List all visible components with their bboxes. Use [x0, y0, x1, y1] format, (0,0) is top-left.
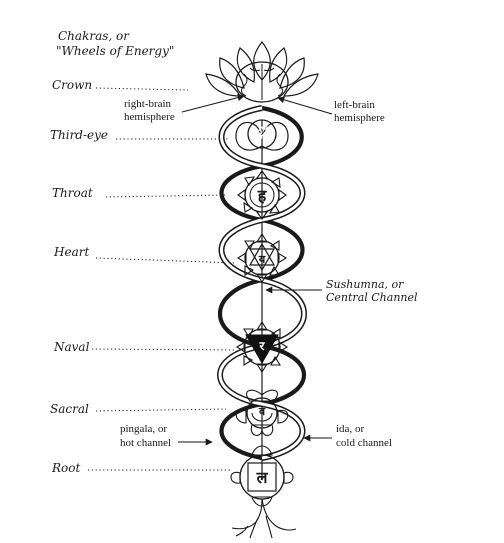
leader-sacral — [95, 408, 227, 412]
ram-symbol: र — [259, 339, 266, 353]
right-brain-arrow — [181, 94, 245, 113]
ida-line2: cold channel — [336, 437, 392, 449]
label-heart: Heart — [53, 245, 89, 259]
yam-symbol: य — [258, 254, 266, 266]
ida-line1: ida, or — [336, 423, 364, 435]
om-symbol: ॐ — [254, 125, 270, 145]
pingala-line2: hot channel — [120, 437, 171, 449]
sushumna-line2: Central Channel — [326, 291, 418, 304]
label-sacral: Sacral — [50, 402, 89, 416]
label-naval: Naval — [53, 340, 90, 354]
diagram-title-line2: "Wheels of Energy" — [56, 44, 174, 58]
leader-naval — [91, 348, 237, 351]
right-brain-line1: right-brain — [124, 98, 172, 110]
throat-chakra: ह — [237, 170, 287, 220]
vam-symbol: व — [258, 406, 266, 418]
annotation-pingala: pingala, or hot channel — [120, 423, 213, 449]
third-eye-chakra: ॐ — [235, 119, 289, 151]
naval-chakra: र — [235, 320, 289, 374]
annotation-ida: ida, or cold channel — [303, 423, 392, 449]
annotation-sushumna: Sushumna, or Central Channel — [265, 278, 418, 304]
left-brain-arrow — [277, 96, 333, 115]
leader-crown — [95, 87, 189, 91]
label-third-eye: Third-eye — [50, 128, 108, 142]
leader-heart — [95, 257, 237, 264]
label-crown: Crown — [52, 78, 92, 92]
left-brain-line2: hemisphere — [334, 112, 385, 124]
root-chakra: ल — [230, 445, 294, 507]
lam-symbol: ल — [256, 470, 269, 487]
heart-chakra: य — [236, 232, 288, 284]
ham-symbol: ह — [257, 188, 268, 205]
label-throat: Throat — [52, 186, 93, 200]
ida-channel-inner — [218, 106, 306, 460]
leader-throat — [105, 194, 227, 198]
diagram-title-line1: Chakras, or — [58, 29, 130, 43]
brain-outline — [235, 61, 289, 103]
energy-channels — [217, 105, 307, 461]
annotation-left-brain: left-brain hemisphere — [277, 96, 385, 124]
annotation-right-brain: right-brain hemisphere — [124, 94, 245, 123]
left-brain-line1: left-brain — [334, 99, 375, 111]
roots-drawing — [231, 498, 297, 539]
sushumna-line1: Sushumna, or — [326, 278, 404, 291]
pingala-line1: pingala, or — [120, 423, 167, 435]
crown-chakra-lotus — [205, 41, 319, 103]
sacral-chakra: व — [235, 389, 289, 436]
chakra-labels: Crown Third-eye Throat Heart Naval Sacra… — [50, 78, 237, 475]
right-brain-line2: hemisphere — [124, 111, 175, 123]
label-root: Root — [51, 461, 80, 475]
